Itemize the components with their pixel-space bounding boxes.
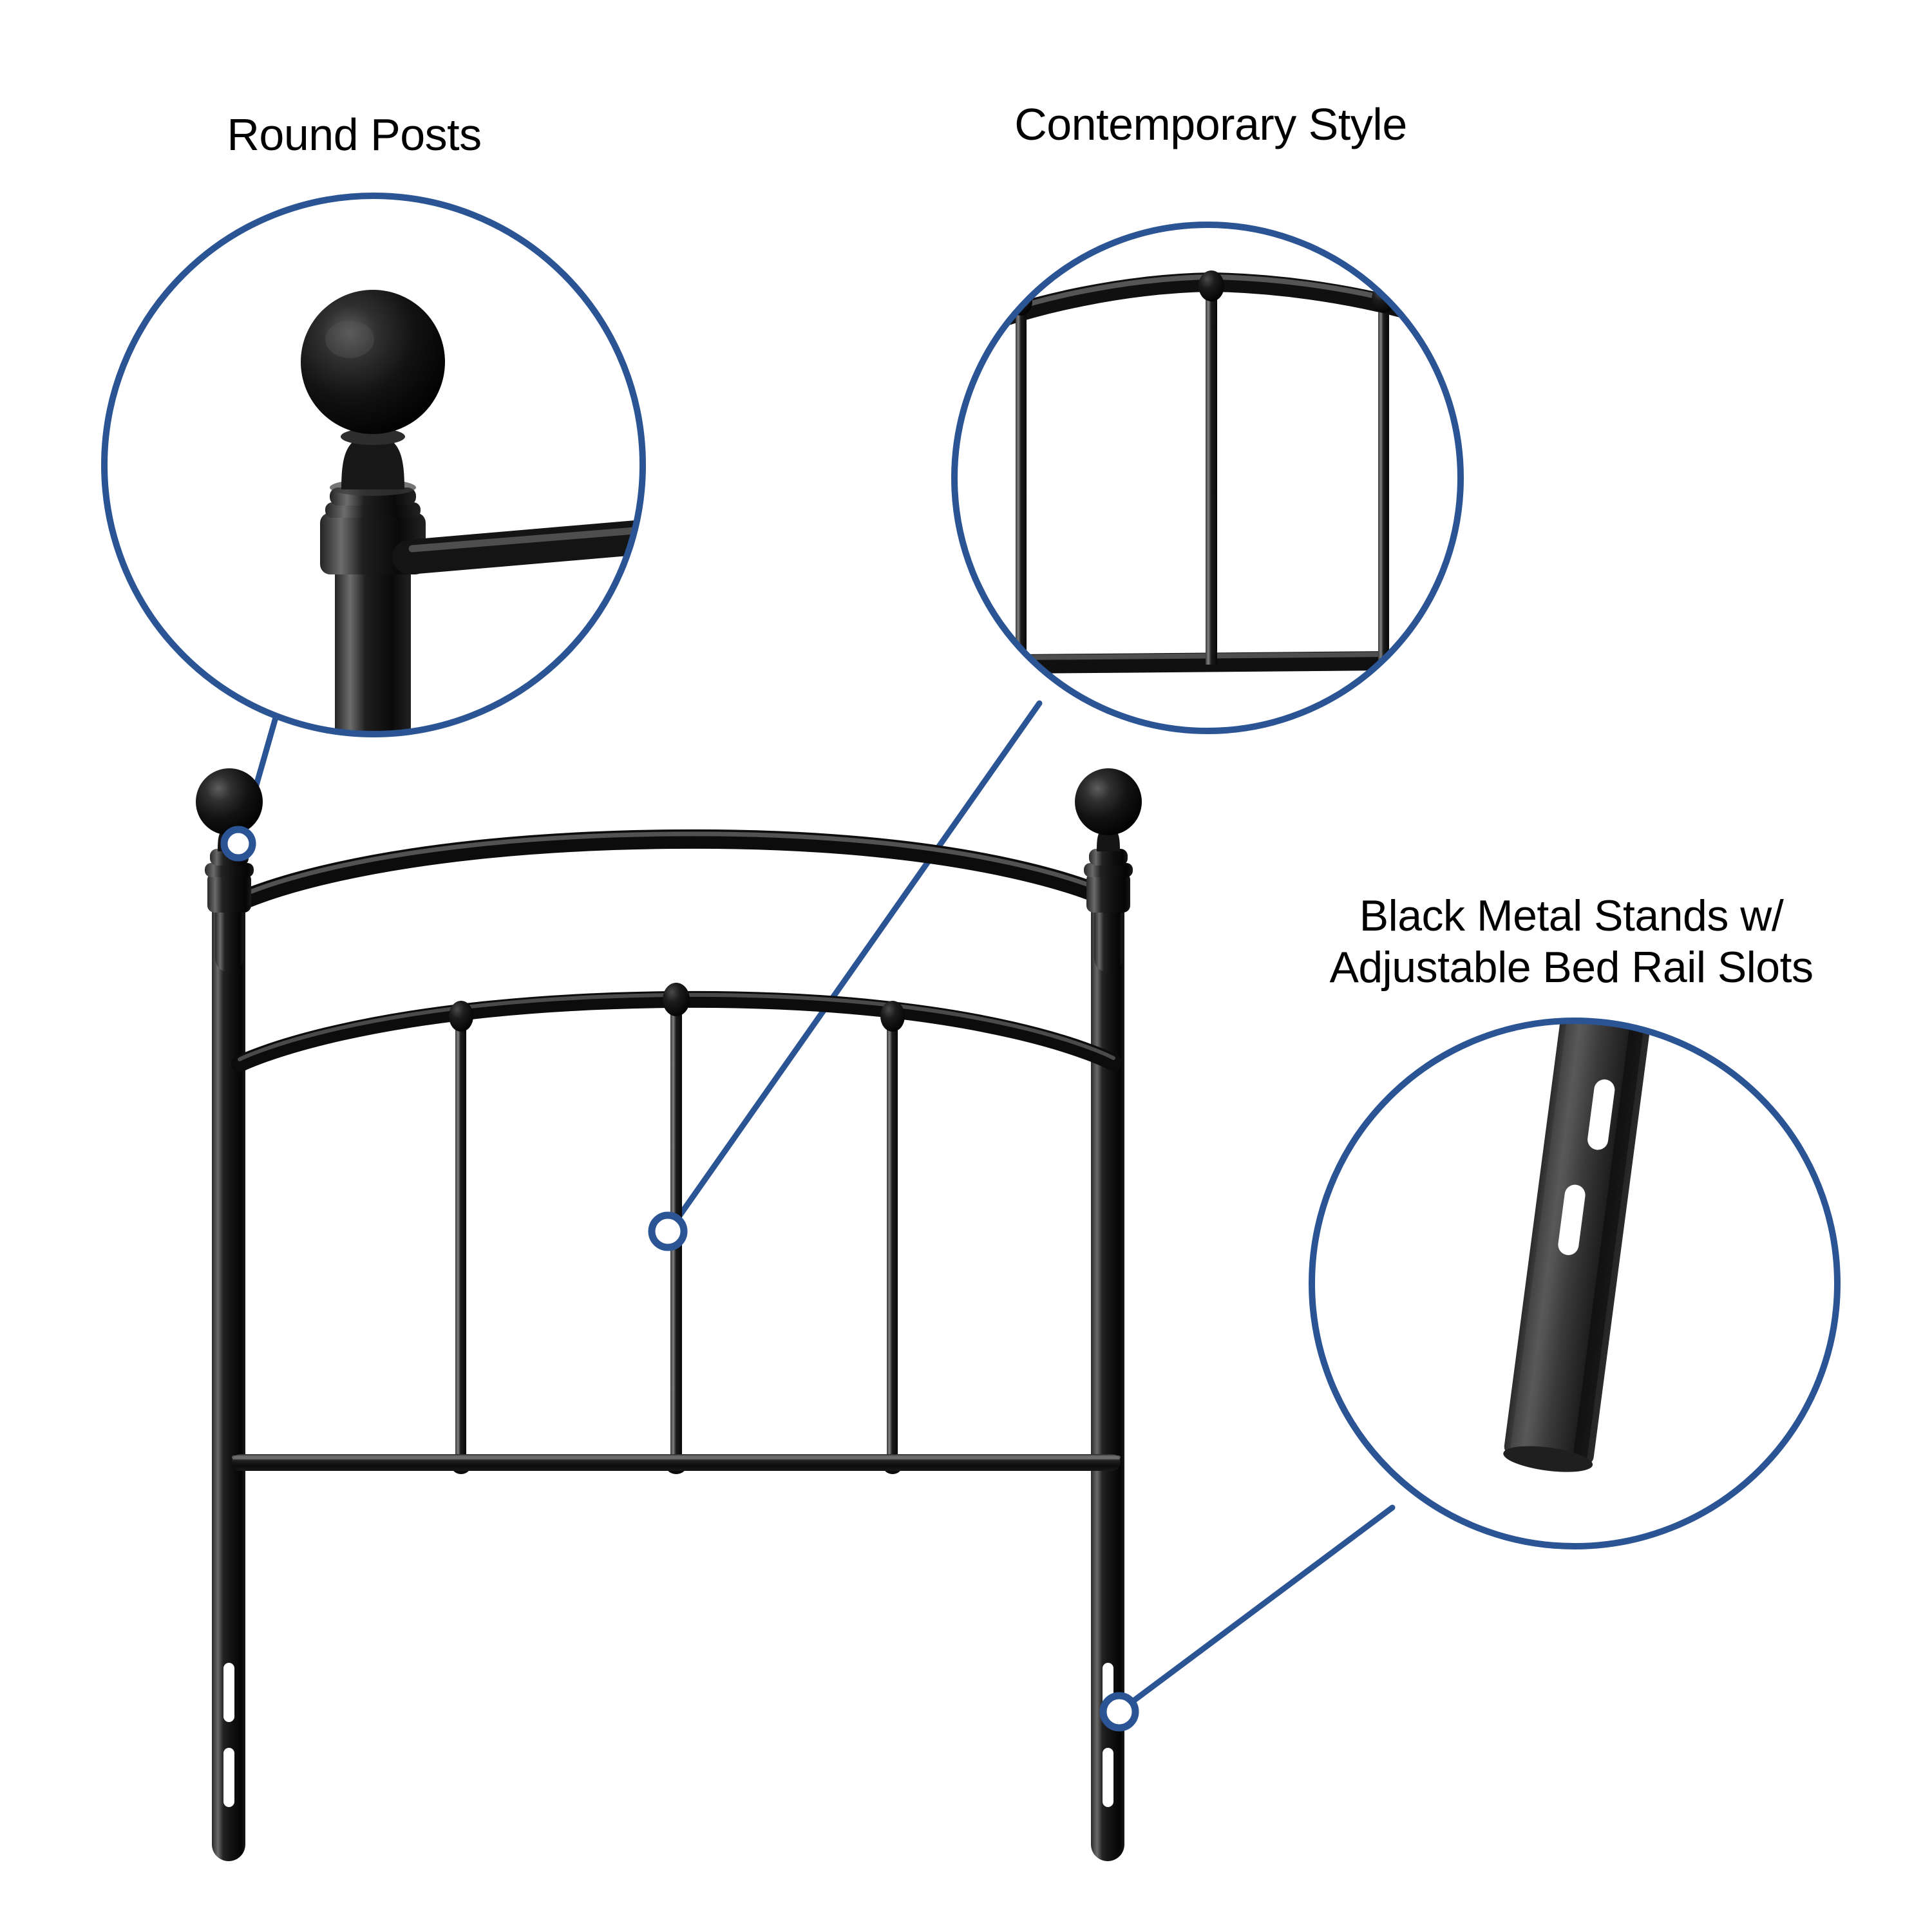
finial-ball bbox=[196, 768, 263, 835]
headboard-product bbox=[196, 768, 1142, 1861]
callout-bed-rail-slots bbox=[1309, 1018, 1841, 1549]
callout-label-bed-rail-slots: Black Metal Stands w/ Adjustable Bed Rai… bbox=[1329, 891, 1814, 992]
spindle-joint-ball bbox=[880, 1001, 905, 1032]
spindle-joint-ball bbox=[663, 983, 690, 1016]
zoom-finial-ball bbox=[301, 290, 445, 434]
anchor-marker-round-posts bbox=[220, 826, 256, 862]
zoom-bed-rail-slot bbox=[1587, 1079, 1615, 1150]
leader-line-bed-rail-slots bbox=[1122, 1504, 1396, 1710]
zoom-detail-round-post bbox=[301, 290, 641, 733]
headboard-spindles bbox=[449, 983, 905, 1474]
callout-contemporary-style bbox=[951, 222, 1464, 734]
spindle bbox=[455, 1018, 466, 1468]
anchor-marker-bed-rail-slots bbox=[1099, 1692, 1139, 1732]
callout-label-contemporary-style: Contemporary Style bbox=[1014, 99, 1407, 149]
callout-label-round-posts: Round Posts bbox=[227, 109, 482, 160]
headboard-bottom-rail bbox=[232, 1454, 1121, 1471]
bed-rail-slot bbox=[223, 1748, 234, 1807]
zoom-detail-leg-slots bbox=[1503, 1022, 1656, 1472]
leader-line-contemporary-style bbox=[672, 700, 1043, 1226]
spindle-joint-ball bbox=[449, 1001, 473, 1032]
zoom-spindle bbox=[1378, 303, 1389, 663]
anchor-marker-contemporary-style bbox=[648, 1211, 688, 1251]
headboard-left-post bbox=[196, 768, 263, 972]
post-collar bbox=[1086, 873, 1130, 913]
zoom-bed-rail-slot bbox=[1558, 1184, 1586, 1255]
anchor-markers bbox=[220, 826, 1139, 1732]
zoom-detail-spindle-arch bbox=[956, 270, 1459, 674]
finial-ball bbox=[1075, 768, 1142, 835]
headboard-top-arch bbox=[230, 829, 1123, 911]
callout-circle-bed-rail-slots bbox=[1309, 1018, 1841, 1549]
callout-circle-round-posts bbox=[101, 193, 646, 737]
zoom-spindle bbox=[1016, 304, 1027, 665]
spindle bbox=[887, 1018, 898, 1468]
callout-circle-contemporary-style bbox=[951, 222, 1464, 734]
zoom-spindle-joint bbox=[1198, 270, 1224, 301]
bed-rail-slot bbox=[1103, 1748, 1113, 1807]
headboard-left-leg bbox=[212, 895, 245, 1861]
headboard-right-post bbox=[1075, 768, 1142, 972]
zoom-spindle bbox=[1206, 290, 1217, 665]
callout-round-posts bbox=[101, 193, 646, 737]
bed-rail-slot bbox=[223, 1663, 234, 1722]
post-collar bbox=[207, 873, 251, 913]
